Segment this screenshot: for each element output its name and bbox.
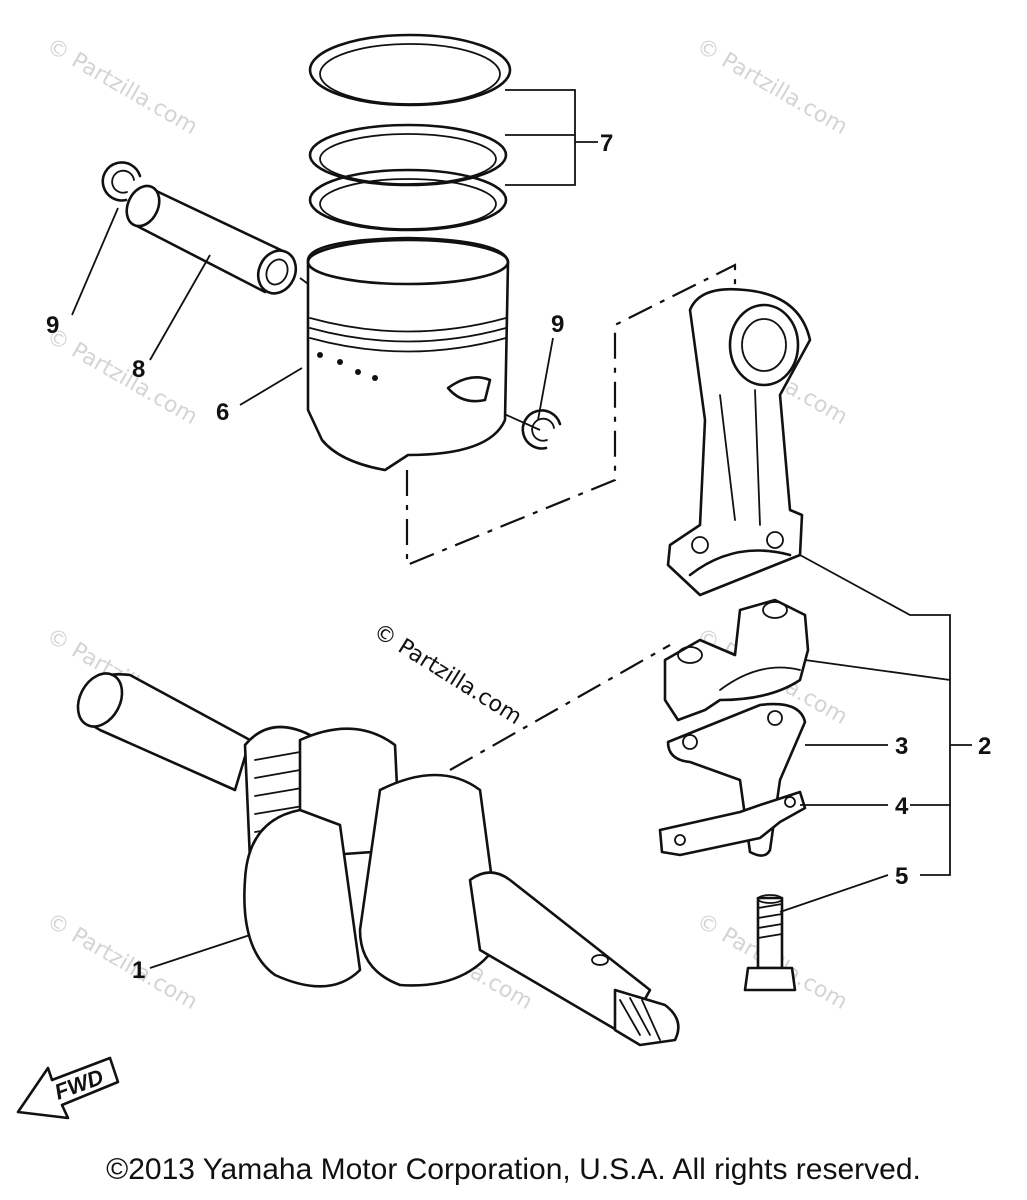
callout-8: 8 xyxy=(132,356,145,383)
copyright-notice: ©2013 Yamaha Motor Corporation, U.S.A. A… xyxy=(106,1153,921,1186)
connecting-rod xyxy=(666,287,812,597)
callout-1: 1 xyxy=(132,957,145,984)
callout-5: 5 xyxy=(895,863,908,890)
callout-6: 6 xyxy=(216,399,229,426)
fwd-arrow-icon: FWD xyxy=(16,1056,120,1120)
piston xyxy=(306,236,510,472)
piston-pin xyxy=(125,184,298,295)
callout-2: 2 xyxy=(978,733,991,760)
callout-9-right: 9 xyxy=(551,311,564,338)
crankshaft xyxy=(76,672,680,1047)
callout-4: 4 xyxy=(895,793,909,820)
callout-9-left: 9 xyxy=(46,312,59,339)
partzilla-watermark: © Partzilla.com xyxy=(369,619,526,730)
watermark-text: © Partzilla.com xyxy=(42,324,202,431)
watermark-text: © Partzilla.com xyxy=(42,34,202,141)
leader-lines xyxy=(71,89,972,969)
callout-7: 7 xyxy=(600,130,613,157)
bolt xyxy=(743,894,797,992)
diagram-canvas: © Partzilla.com © Partzilla.com © Partzi… xyxy=(16,33,991,1120)
lock-plate xyxy=(658,790,807,857)
watermark-text: © Partzilla.com xyxy=(692,34,852,141)
watermark-text: © Partzilla.com xyxy=(42,909,202,1016)
circlips xyxy=(101,161,562,450)
callout-numbers: 7 9 8 6 9 2 3 4 5 1 xyxy=(46,130,991,984)
piston-rings xyxy=(308,33,512,232)
connecting-rod-cap xyxy=(663,598,810,722)
callout-3: 3 xyxy=(895,733,908,760)
